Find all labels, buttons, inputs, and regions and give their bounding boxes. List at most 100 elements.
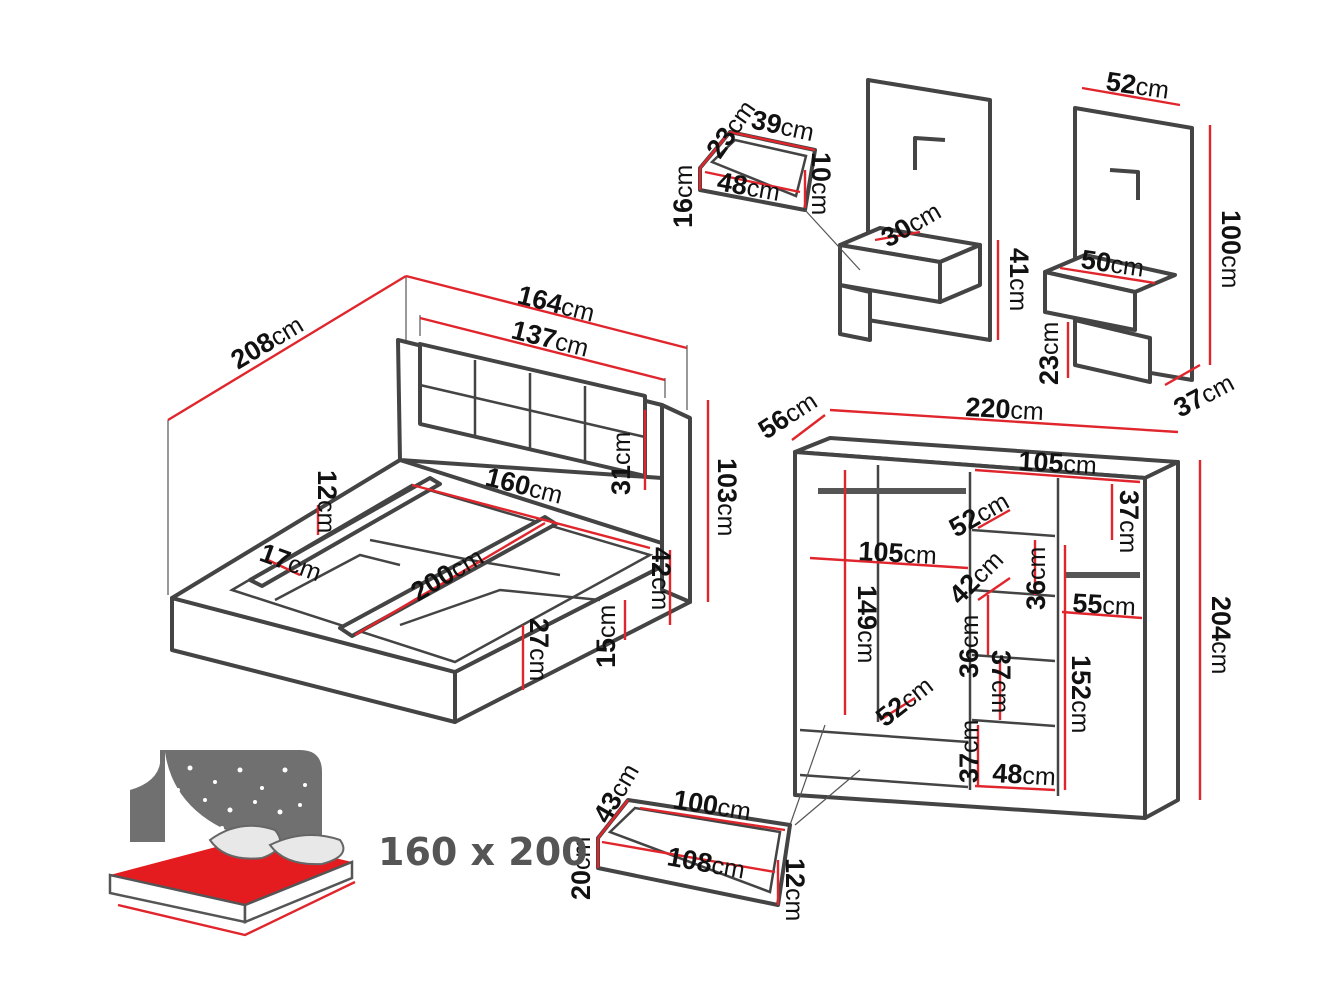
value-wardrobe-shelf-b: 36 xyxy=(1021,580,1051,610)
label-wardrobe-bottom-shelf: 37cm xyxy=(954,720,984,783)
label-wardrobe-left-width: 105cm xyxy=(858,536,938,570)
unit-cm: cm xyxy=(608,432,636,465)
dim-bed-outer-width xyxy=(405,274,688,350)
value-wd-width: 100 xyxy=(671,784,720,821)
wardrobe-shelf-1 xyxy=(971,528,1056,538)
mattress-size-label: 160 x 200 xyxy=(378,830,588,874)
value-wardrobe-top-gap: 37 xyxy=(1114,490,1144,520)
label-ns-drawer-inner-height: 10cm xyxy=(806,152,836,215)
value-wardrobe-hanging-height: 152 xyxy=(1066,655,1096,700)
unit-cm: cm xyxy=(1114,520,1142,553)
label-wardrobe-inner-height: 149cm xyxy=(852,585,882,663)
nightstand-b-drawing xyxy=(1043,86,1212,387)
bed-slat-2 xyxy=(369,538,561,577)
wardrobe-drawer-leader-2 xyxy=(794,769,861,826)
dim-bed-inner-width xyxy=(411,483,651,550)
value-bed-side-height: 42 xyxy=(646,547,676,577)
value-wardrobe-bottom-width: 48 xyxy=(992,758,1024,790)
dim-nightstand-b-top-width xyxy=(1081,86,1181,107)
dim-wardrobe-drawer-depth xyxy=(879,696,916,722)
nightstand-a-drawing xyxy=(804,78,1000,342)
unit-cm: cm xyxy=(712,503,740,536)
unit-cm: cm xyxy=(709,851,747,884)
value-ns-drawer-height: 16 xyxy=(668,198,698,228)
unit-cm: cm xyxy=(1134,72,1171,104)
light-bracket-icon xyxy=(1109,168,1140,200)
value-nightstand-b-base-height: 23 xyxy=(1034,355,1064,385)
value-nightstand-a-height: 41 xyxy=(1004,248,1034,278)
dim-bed-frame-inset xyxy=(267,558,301,577)
bed-slat-1 xyxy=(274,553,401,602)
label-ns-drawer-front: 48cm xyxy=(715,166,783,207)
value-wardrobe-bottom-shelf: 37 xyxy=(954,753,984,783)
value-wd-inner-height: 12 xyxy=(780,858,810,888)
label-wardrobe-hanging-height: 152cm xyxy=(1066,655,1096,733)
unit-cm: cm xyxy=(1063,450,1098,480)
wardrobe-drawer-leader-1 xyxy=(789,724,826,826)
label-bed-length: 208cm xyxy=(226,309,309,375)
label-bed-slat-offset: 12cm xyxy=(312,470,342,533)
dim-ns-drawer-width xyxy=(729,130,816,152)
label-nightstand-a-height: 41cm xyxy=(1004,248,1034,311)
wardrobe-side xyxy=(1143,460,1180,820)
label-ns-drawer-height: 16cm xyxy=(668,165,698,228)
stars-icon xyxy=(176,765,307,830)
unit-cm: cm xyxy=(1010,396,1045,426)
label-wardrobe-shelf-b: 36cm xyxy=(1021,547,1051,610)
unit-cm: cm xyxy=(1102,592,1137,622)
dim-ns-drawer-depth xyxy=(699,131,731,169)
label-wardrobe-section-width: 105cm xyxy=(1018,446,1098,480)
value-ns-drawer-inner-height: 10 xyxy=(806,152,836,182)
value-wardrobe-total-height: 204 xyxy=(1206,596,1236,641)
mattress-size-icon xyxy=(108,750,356,937)
value-bed-frame-height: 27 xyxy=(524,618,554,648)
label-wardrobe-width: 220cm xyxy=(965,392,1045,426)
unit-cm: cm xyxy=(1023,547,1051,580)
dim-wardrobe-width xyxy=(829,408,1179,434)
unit-cm: cm xyxy=(552,328,591,363)
moon-icon xyxy=(165,752,260,842)
value-bed-leg-clearance: 15 xyxy=(591,638,621,668)
value-bed-outer-width: 164 xyxy=(515,280,566,320)
label-nightstand-b-base-height: 23cm xyxy=(1034,322,1064,385)
mattress-dimension-arrow xyxy=(117,880,356,937)
label-bed-side-height: 42cm xyxy=(646,547,676,610)
value-nightstand-b-drawer-width: 50 xyxy=(1079,244,1113,278)
unit-cm: cm xyxy=(558,293,597,328)
night-sky-edge xyxy=(130,750,161,842)
dim-nightstand-b-drawer-width xyxy=(1059,266,1156,285)
bed-drawing xyxy=(167,274,710,724)
wardrobe-drawer-bottom xyxy=(799,773,969,789)
unit-cm: cm xyxy=(524,648,552,681)
unit-cm: cm xyxy=(806,182,834,215)
tuft-line-4 xyxy=(419,383,646,439)
unit-cm: cm xyxy=(312,500,340,533)
nightstand-a-leader xyxy=(804,209,861,271)
value-wardrobe-inner-height: 149 xyxy=(852,585,882,630)
dim-wardrobe-bottom-width xyxy=(974,784,1056,792)
label-wardrobe-right-width: 55cm xyxy=(1072,588,1137,621)
dim-nightstand-b-depth xyxy=(1164,363,1201,387)
value-wardrobe-section-width: 105 xyxy=(1018,446,1065,478)
unit-cm: cm xyxy=(903,540,938,570)
value-wardrobe-shelf-d: 37 xyxy=(986,650,1016,680)
dim-wd-width xyxy=(639,806,786,832)
unit-cm: cm xyxy=(1216,255,1244,288)
wardrobe-drawing xyxy=(789,408,1202,826)
nightstand-a-leg xyxy=(838,283,872,342)
pillow-icon xyxy=(268,834,345,866)
unit-cm: cm xyxy=(1206,641,1234,674)
value-wardrobe-left-width: 105 xyxy=(858,536,905,568)
unit-cm: cm xyxy=(1036,322,1064,355)
label-bed-frame-height: 27cm xyxy=(524,618,554,681)
dim-wardrobe-shelf-depth xyxy=(977,508,1011,530)
nightstand-b-leg xyxy=(1073,318,1152,384)
label-wardrobe-bottom-width: 48cm xyxy=(992,758,1057,791)
label-wd-height: 20cm xyxy=(566,837,596,900)
dim-bed-length xyxy=(167,274,407,422)
label-wd-inner-height: 12cm xyxy=(780,858,810,921)
wardrobe-hanging-rail-right xyxy=(1066,572,1140,578)
unit-cm: cm xyxy=(716,793,753,826)
nightstand-b-drawer xyxy=(1043,270,1137,332)
